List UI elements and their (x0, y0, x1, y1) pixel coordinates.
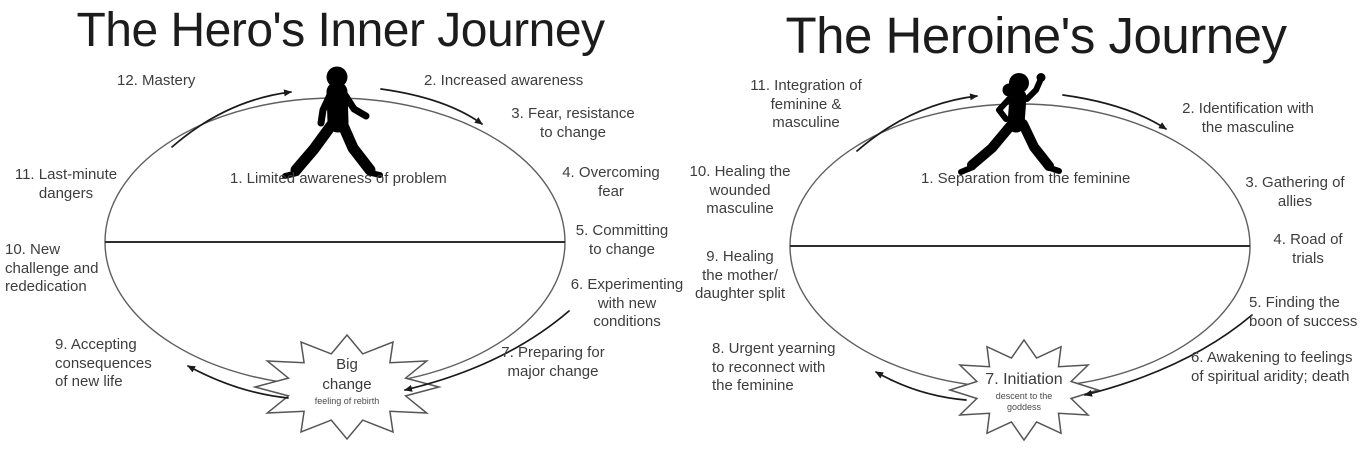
heroine-stage-6-label: 6. Awakening to feelings of spiritual ar… (1191, 349, 1353, 385)
hero-arrow-bottom-right (404, 310, 570, 392)
hero-stage-9-label: 9. Accepting consequences of new life (55, 336, 152, 391)
hero-star-label: Big change (322, 356, 372, 393)
hero-stage-11-label: 11. Last-minute dangers (14, 166, 118, 202)
heroine-stage-2-label: 2. Identification with the masculine (1182, 100, 1314, 136)
heroine-stage-8-label: 8. Urgent yearning to reconnect with the… (712, 340, 836, 395)
heroine-arrow-top-left (856, 93, 978, 152)
walking-man-icon (282, 66, 383, 179)
heroine-stage-3-label: 3. Gathering of allies (1245, 174, 1345, 210)
hero-arrow-bottom-left (187, 365, 289, 399)
hero-arrow-top-left (171, 89, 292, 148)
walking-woman-icon (958, 73, 1062, 175)
heroine-stage-10-label: 10. Healing the wounded masculine (689, 163, 791, 218)
heroine-arrow-top-right (1062, 94, 1167, 130)
hero-stage-3-label: 3. Fear, resistance to change (511, 105, 635, 141)
hero-cycle-diagram (104, 66, 570, 441)
heroine-star-label: 7. Initiation (985, 371, 1063, 388)
heroine-arrow-bottom-right (1084, 314, 1253, 397)
hero-starburst-icon (252, 333, 442, 441)
hero-arrow-top-right (380, 88, 483, 125)
heroine-cycle-diagram (789, 73, 1253, 442)
hero-stage-5-label: 5. Committing to change (575, 222, 669, 258)
heroine-arrow-bottom-left (875, 371, 967, 401)
heroine-stage-4-label: 4. Road of trials (1273, 231, 1343, 267)
hero-stage-10-label: 10. New challenge and rededication (5, 241, 99, 296)
hero-star-sublabel: feeling of rebirth (314, 396, 380, 406)
heroine-stage-5-label: 5. Finding the boon of success (1249, 294, 1358, 330)
hero-stage-2-label: 2. Increased awareness (424, 72, 584, 89)
hero-stage-12-label: 12. Mastery (117, 72, 196, 89)
heroine-stage-1-label: 1. Separation from the feminine (921, 170, 1131, 187)
heroine-starburst-icon (947, 338, 1101, 442)
heroine-star-sublabel: descent to the goddess (995, 391, 1053, 413)
hero-diagram-title: The Hero's Inner Journey (76, 4, 605, 57)
heroine-stage-9-label: 9. Healing the mother/ daughter split (694, 248, 786, 303)
heroine-stage-11-label: 11. Integration of feminine & masculine (750, 77, 862, 132)
hero-stage-7-label: 7. Preparing for major change (501, 344, 605, 380)
heroine-diagram-title: The Heroine's Journey (785, 7, 1288, 64)
hero-stage-4-label: 4. Overcoming fear (562, 164, 660, 200)
hero-stage-6-label: 6. Experimenting with new conditions (570, 276, 684, 331)
hero-stage-1-label: 1. Limited awareness of problem (230, 170, 447, 187)
